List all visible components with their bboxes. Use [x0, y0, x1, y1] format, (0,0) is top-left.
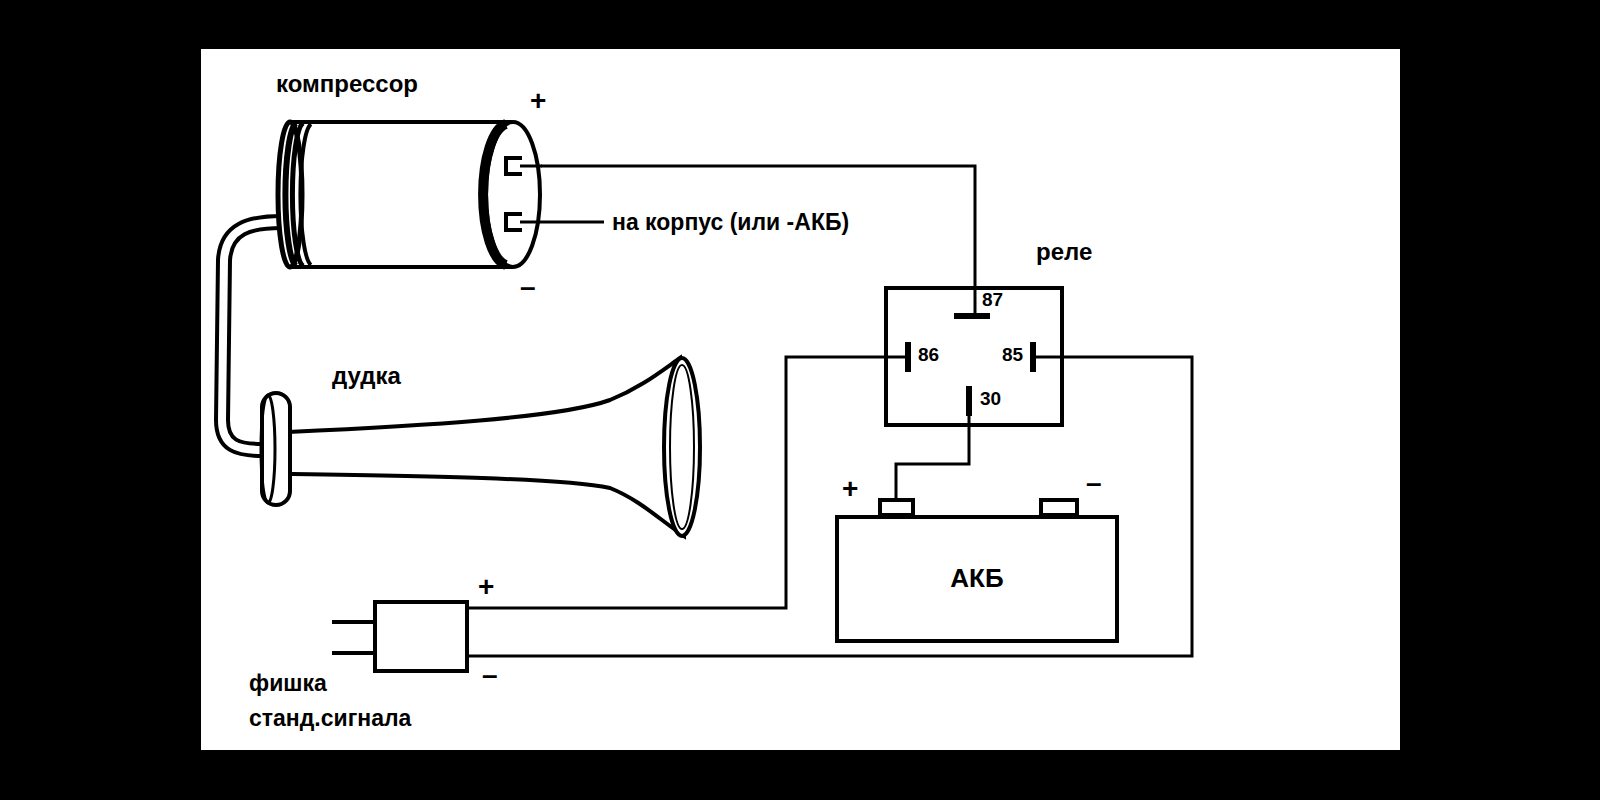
pin-number: 30 [980, 388, 1001, 411]
relay-contacts [884, 286, 1064, 427]
horn-label: дудка [332, 362, 401, 391]
relay-box: реле [884, 286, 1064, 427]
battery-box: АКБ [835, 515, 1119, 643]
horn-drawing [261, 358, 700, 536]
compressor: компрессор [276, 122, 541, 267]
horn-connector: фишка станд.сигнала [373, 600, 469, 673]
node-text: фишка станд.сигнала [249, 666, 464, 735]
node-text: реле [1036, 238, 1092, 267]
compressor-drawing [278, 122, 542, 267]
polarity-mark: + [478, 570, 494, 604]
node-text: компрессор [276, 70, 418, 99]
pin-number: 86 [918, 344, 939, 367]
connector-pin [332, 651, 373, 655]
wire [541, 166, 975, 286]
connector-pin [332, 620, 373, 624]
node-text: АКБ [950, 563, 1003, 594]
polarity-mark: – [520, 270, 536, 304]
white-panel [201, 49, 1400, 750]
battery-terminal [880, 500, 913, 515]
pin-number: 87 [982, 289, 1003, 312]
wire [469, 357, 884, 608]
wire [896, 427, 969, 500]
polarity-mark: + [530, 84, 546, 118]
polarity-mark: + [842, 472, 858, 506]
polarity-mark: – [1086, 466, 1102, 500]
battery-terminal [1041, 500, 1077, 515]
polarity-mark: – [482, 658, 498, 692]
ground-lead [520, 221, 604, 224]
wire [469, 357, 1192, 656]
pin-number: 85 [1002, 344, 1023, 367]
ground-note: на корпус (или -АКБ) [612, 209, 849, 237]
